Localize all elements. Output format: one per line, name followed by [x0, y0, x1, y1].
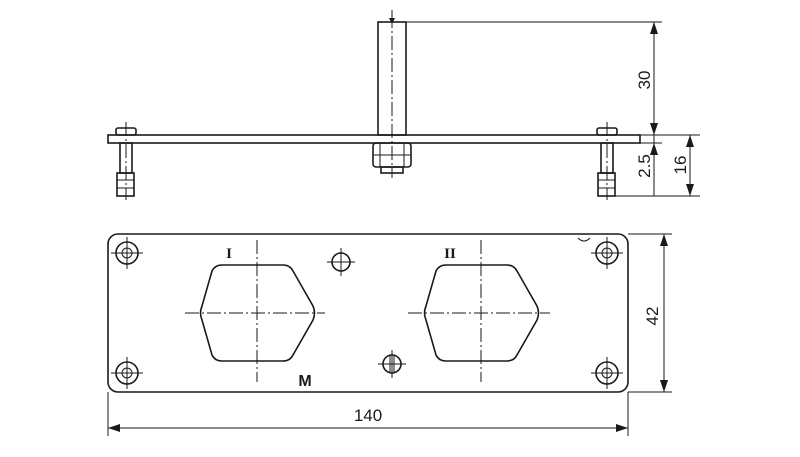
hex-cutout-1: I: [185, 240, 325, 382]
dim-label-140: 140: [354, 406, 382, 425]
dim-label-30: 30: [635, 71, 654, 90]
side-dimensions: 30 2.5 16: [406, 21, 700, 197]
side-left-screw: [115, 122, 137, 200]
center-hole-bottom: [378, 350, 406, 378]
center-hole-top: [327, 248, 355, 276]
marker-label: M: [298, 373, 311, 390]
side-view: [107, 10, 641, 200]
side-center-pin: [372, 10, 412, 178]
dim-label-2-5: 2.5: [635, 154, 654, 178]
dim-label-16: 16: [671, 156, 690, 175]
front-view: I II M: [107, 233, 629, 393]
corner-screw-top-left: [111, 237, 143, 269]
corner-screw-bottom-left: [111, 357, 143, 389]
front-dimensions: 42 140: [107, 233, 672, 436]
cutout-label-2: II: [444, 246, 456, 262]
dim-label-42: 42: [643, 307, 662, 326]
corner-screw-bottom-right: [591, 357, 623, 389]
hex-cutout-2: II: [408, 240, 550, 382]
corner-screw-top-right: [577, 237, 623, 269]
front-plate: [107, 233, 629, 393]
cutout-label-1: I: [226, 246, 232, 262]
side-plate: [107, 134, 641, 144]
side-right-screw: [596, 122, 618, 200]
